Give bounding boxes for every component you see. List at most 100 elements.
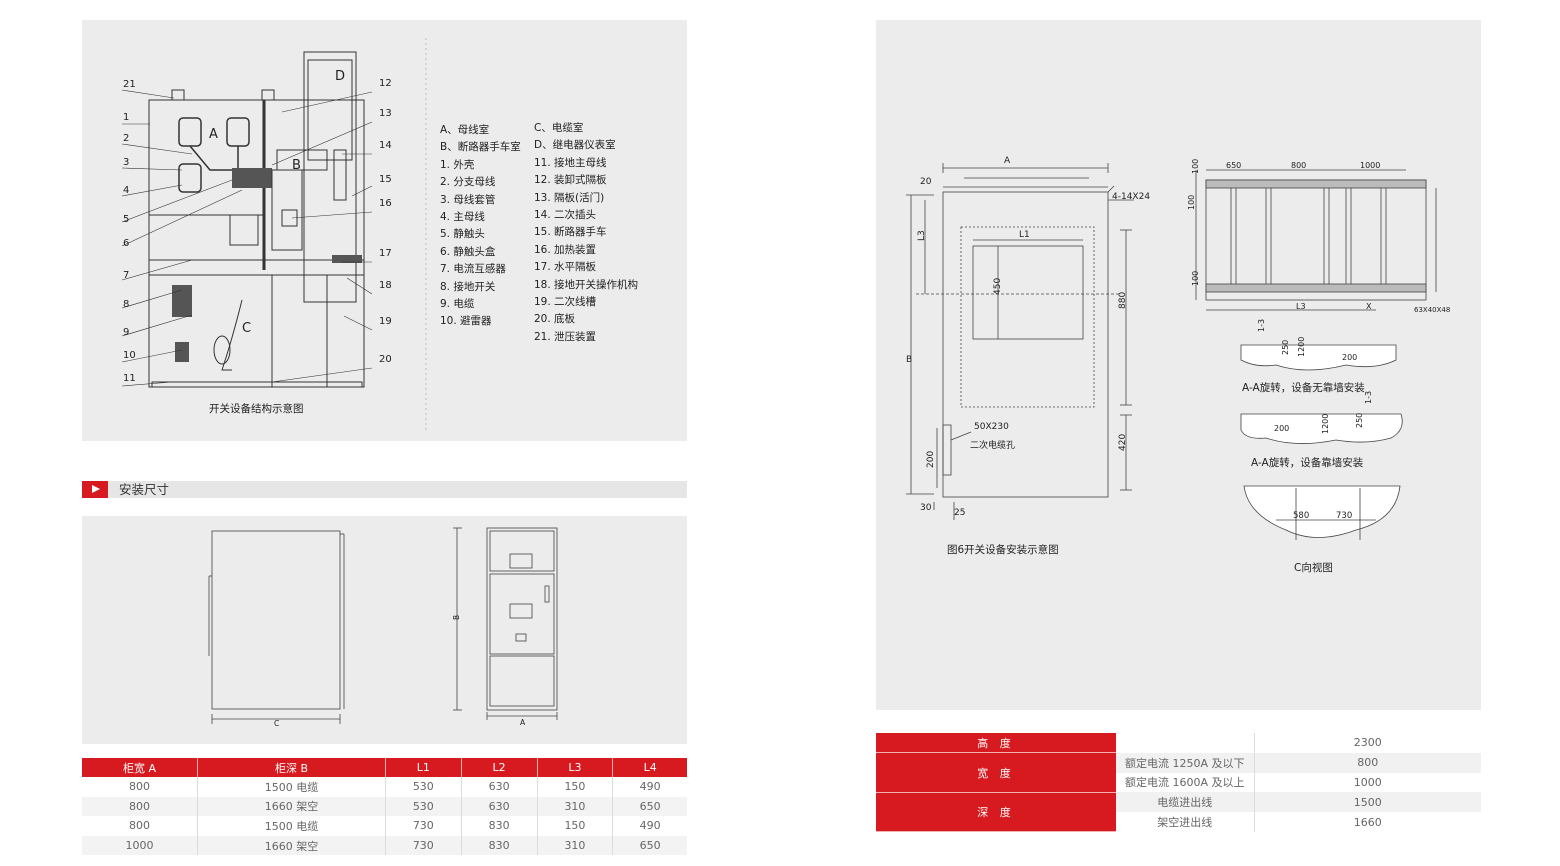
- table-cell: 150: [537, 777, 614, 797]
- legend-item: 20. 底板: [534, 313, 576, 326]
- col-l4: L4: [612, 758, 687, 777]
- table-cell: 310: [537, 835, 614, 856]
- spec-depth-value-1: 1500: [1254, 792, 1481, 813]
- install-dim-l3: L3: [917, 230, 927, 241]
- spec-row-depth-1: 深 度 电缆进出线 1500: [876, 792, 1481, 833]
- s1-dim-1-3: 1-3: [1257, 319, 1266, 332]
- spec-row-width-1: 宽 度 额定电流 1250A 及以下 800: [876, 752, 1481, 793]
- callout-14: 14: [379, 140, 392, 151]
- cview-dim-580: 580: [1293, 511, 1309, 521]
- callout-4: 4: [123, 185, 129, 196]
- table-cell: 1660 架空: [197, 835, 386, 856]
- legend-item: 11. 接地主母线: [534, 156, 607, 169]
- spec-row-width-2: 额定电流 1600A 及以上 1000: [876, 772, 1481, 793]
- s1-dim-1200: 1200: [1297, 337, 1306, 357]
- install-dim-880: 880: [1118, 292, 1128, 309]
- zone-label-b: B: [292, 158, 301, 173]
- play-arrow-icon: [82, 481, 108, 498]
- legend-item: 14. 二次插头: [534, 209, 597, 222]
- section1-caption: A-A旋转，设备无靠墙安装: [1242, 381, 1365, 394]
- spec-width-value-2: 1000: [1353, 775, 1382, 789]
- spec-width-label: 宽 度: [876, 752, 1116, 793]
- spec-depth-sub-2: 架空进出线: [1116, 812, 1255, 832]
- table-cell: 730: [385, 835, 462, 856]
- legend-item: 9. 电缆: [440, 298, 475, 311]
- table-cell: 150: [537, 816, 614, 836]
- callout-12: 12: [379, 78, 392, 89]
- legend-item: 19. 二次线槽: [534, 296, 597, 309]
- s1-dim-200: 200: [1342, 353, 1357, 362]
- callout-19: 19: [379, 316, 392, 327]
- spec-width-value-1: 800: [1254, 752, 1481, 773]
- install-dim-25: 25: [954, 508, 965, 518]
- callout-1: 1: [123, 112, 129, 123]
- cview-caption: C向视图: [1294, 561, 1333, 574]
- callout-13: 13: [379, 108, 392, 119]
- s1-dim-250: 250: [1281, 340, 1290, 355]
- table-header-row: 柜宽 A 柜深 B L1 L2 L3 L4: [82, 758, 687, 777]
- s2-dim-200: 200: [1274, 424, 1289, 433]
- table-cell: 630: [461, 796, 538, 817]
- col-l3: L3: [537, 758, 614, 777]
- plan-side-100-c: 100: [1191, 271, 1200, 286]
- legend-item: 15. 断路器手车: [534, 226, 607, 239]
- spec-height-sub: [1116, 733, 1255, 753]
- install-dim-a: A: [1004, 156, 1011, 166]
- install-dim-b: B: [906, 355, 912, 365]
- front-view-panel: C B A: [82, 516, 687, 744]
- zone-label-a: A: [209, 127, 218, 142]
- spec-depth-value-2: 1660: [1353, 815, 1382, 829]
- callout-6: 6: [123, 238, 129, 249]
- installation-panel: A B L1 L3 4-14X24 20 450 880 420 200 30 …: [876, 20, 1481, 710]
- col-l1: L1: [385, 758, 462, 777]
- install-caption: 图6开关设备安装示意图: [947, 543, 1059, 556]
- table-cell: 1000: [82, 835, 199, 856]
- dim-label-a: A: [520, 718, 526, 727]
- table-cell: 530: [385, 777, 462, 797]
- zone-label-c: C: [242, 321, 251, 336]
- table-cell: 490: [639, 780, 661, 794]
- legend-item: 6. 静触头盒: [440, 245, 496, 258]
- legend-item: 3. 母线套管: [440, 193, 496, 206]
- callout-11: 11: [123, 373, 136, 384]
- legend-item: 1. 外壳: [440, 158, 475, 171]
- cabinet-front-side-view: C B A: [208, 527, 558, 728]
- cview-dim-730: 730: [1336, 511, 1352, 521]
- spec-height-label: 高 度: [876, 733, 1116, 754]
- table-cell: 830: [461, 816, 538, 836]
- install-dim-200: 200: [926, 451, 936, 468]
- dim-label-b: B: [452, 615, 461, 620]
- legend-item: 4. 主母线: [440, 211, 485, 224]
- callout-10: 10: [123, 350, 136, 361]
- install-dim-l1: L1: [1019, 230, 1030, 240]
- plan-steel-size: 63X40X48: [1414, 306, 1450, 314]
- legend-item: 21. 泄压装置: [534, 330, 597, 343]
- callout-18: 18: [379, 280, 392, 291]
- callout-8: 8: [123, 299, 129, 310]
- legend-item: 7. 电流互感器: [440, 263, 506, 276]
- legend-item: 16. 加热装置: [534, 243, 597, 256]
- table-cell: 1500 电缆: [197, 777, 386, 797]
- table-cell: 730: [385, 816, 462, 836]
- plan-dim-l3: L3: [1296, 302, 1306, 311]
- plan-side-100-b: 100: [1187, 195, 1196, 210]
- zone-label-d: D: [335, 69, 345, 84]
- legend-item: D、继电器仪表室: [534, 139, 616, 152]
- legend-item: C、电缆室: [534, 122, 584, 134]
- table-cell: 650: [612, 835, 687, 856]
- structure-panel: A B C D 21: [82, 20, 687, 441]
- spec-height-value: 2300: [1353, 736, 1382, 750]
- table-cell: 1660 架空: [197, 796, 386, 817]
- table-cell: 800: [82, 777, 199, 797]
- callout-17: 17: [379, 248, 392, 259]
- legend-item: 2. 分支母线: [440, 176, 496, 189]
- table-cell: 800: [82, 816, 199, 836]
- table-cell: 310: [537, 796, 614, 817]
- table-cell: 830: [461, 835, 538, 856]
- install-dim-20: 20: [920, 177, 932, 187]
- callout-20: 20: [379, 354, 392, 365]
